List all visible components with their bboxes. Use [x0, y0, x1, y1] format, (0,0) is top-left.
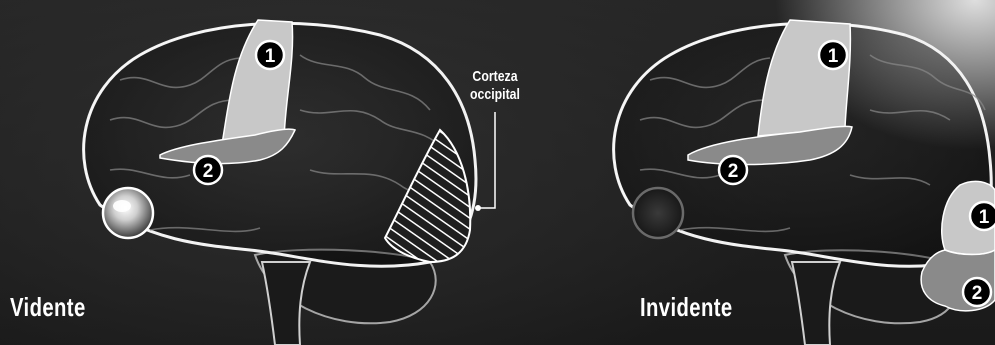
panel-title-vidente: Vidente [10, 292, 86, 323]
left-badge-2: 2 [194, 156, 222, 184]
left-brain: 1 2 [84, 20, 495, 345]
right-badge-2: 2 [719, 156, 747, 184]
callout-line-1: Corteza [450, 68, 540, 86]
left-badge-1: 1 [256, 41, 284, 69]
occipital-cortex-callout: Corteza occipital [450, 68, 540, 104]
left-eye [103, 188, 153, 238]
panel-title-invidente: Invidente [640, 292, 733, 323]
left-badge-1-label: 1 [265, 46, 276, 67]
left-badge-2-label: 2 [203, 161, 214, 182]
right-occipital-badge-1: 1 [970, 202, 995, 230]
right-badge-1: 1 [819, 41, 847, 69]
right-badge-2-label: 2 [728, 161, 739, 182]
right-eye [633, 188, 683, 238]
right-badge-1-label: 1 [828, 46, 839, 67]
callout-leader-line [478, 112, 495, 208]
callout-line-2: occipital [450, 86, 540, 104]
right-occipital-badge-1-label: 1 [979, 207, 990, 228]
right-occipital-badge-2: 2 [963, 278, 991, 306]
right-occipital-badge-2-label: 2 [972, 283, 983, 304]
